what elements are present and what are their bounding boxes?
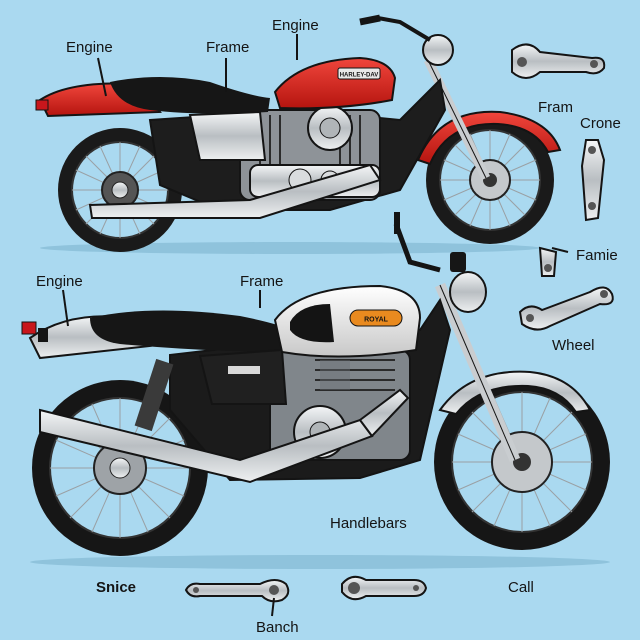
label-famie: Famie: [576, 247, 618, 264]
top-front-wheel: [416, 110, 562, 244]
leader-lines: [62, 34, 569, 617]
small-bracket-part: [538, 246, 558, 277]
cruiser-motorcycle: HARLEY-DAV: [35, 14, 562, 254]
bottom-front-fork: [393, 212, 521, 463]
label-engine-bottom-left: Engine: [36, 273, 83, 290]
label-call: Call: [508, 579, 534, 596]
label-frame-bottom: Frame: [240, 273, 284, 290]
label-banch: Banch: [256, 619, 299, 636]
wrench-part: [511, 43, 606, 79]
label-frame-top: Frame: [206, 39, 250, 56]
top-front-fork: [359, 14, 491, 180]
cafe-racer-motorcycle: ROYAL: [21, 212, 610, 569]
bracket-part: [580, 139, 606, 222]
label-fram: Fram: [538, 99, 573, 116]
top-tank-badge: HARLEY-DAV: [340, 73, 379, 79]
label-snice: Snice: [96, 579, 137, 596]
label-engine-top-center: Engine: [272, 17, 319, 34]
crank-arm-right-part: [341, 575, 428, 601]
bottom-tank-badge: ROYAL: [364, 317, 389, 324]
bottom-front-wheel: [434, 370, 610, 550]
label-crone: Crone: [580, 115, 621, 132]
label-wheel: Wheel: [552, 337, 595, 354]
lever-part: [518, 286, 614, 331]
label-engine-top-left: Engine: [66, 39, 113, 56]
label-handlebars: Handlebars: [330, 515, 407, 532]
crank-arm-left-part: [184, 579, 290, 603]
